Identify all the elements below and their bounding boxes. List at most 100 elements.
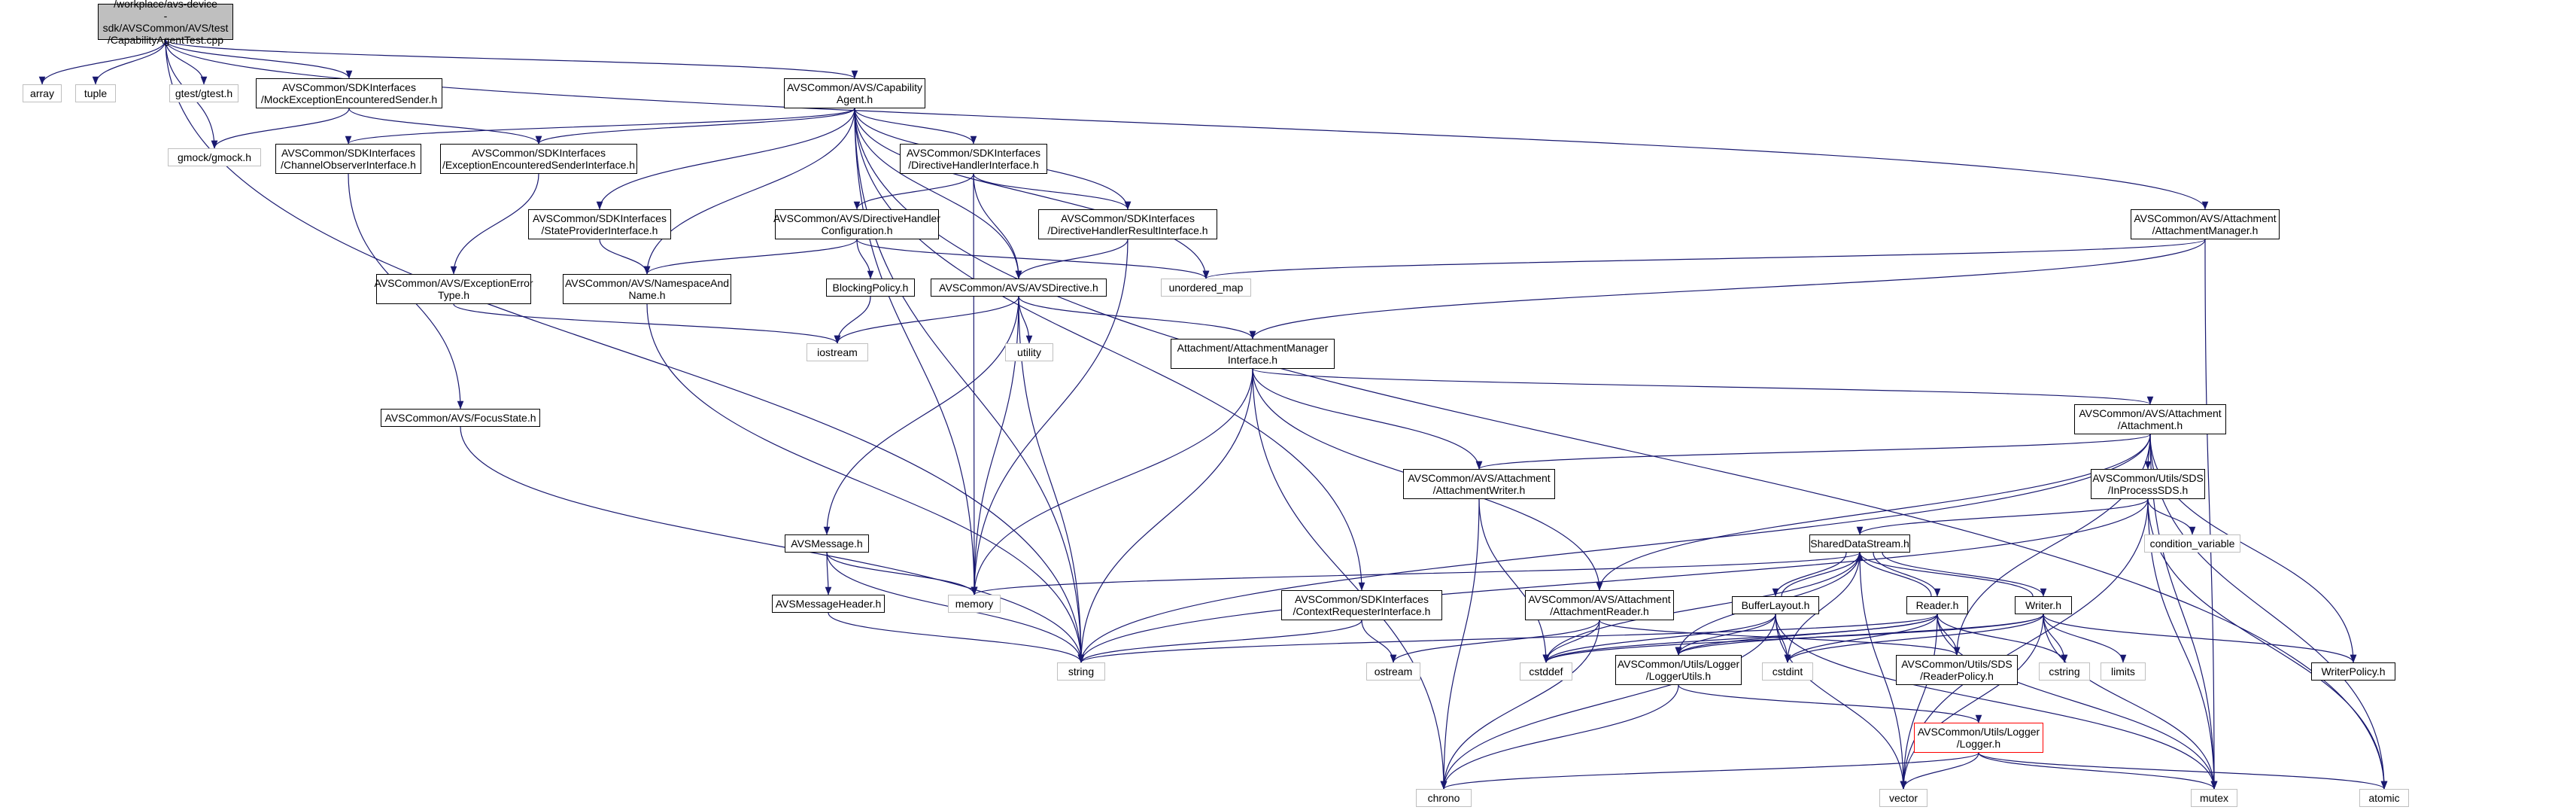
edge-attreader-to-cstddef [1542, 620, 1600, 663]
node-condvar: condition_variable [2144, 534, 2240, 553]
node-attachment[interactable]: AVSCommon/AVS/Attachment /Attachment.h [2074, 404, 2226, 434]
node-dhresult[interactable]: AVSCommon/SDKInterfaces /DirectiveHandle… [1038, 209, 1217, 239]
edge-capagent-to-chanobs [345, 108, 855, 145]
node-readerpolicy[interactable]: AVSCommon/Utils/SDS /ReaderPolicy.h [1896, 655, 2018, 685]
node-excerr[interactable]: AVSCommon/AVS/ExceptionError Type.h [374, 274, 533, 304]
node-stateprov[interactable]: AVSCommon/SDKInterfaces /StateProviderIn… [528, 209, 671, 239]
node-dhconfig[interactable]: AVSCommon/AVS/DirectiveHandler Configura… [773, 209, 940, 239]
edge-mockexc-to-excsender [348, 108, 542, 145]
edge-root-to-attmgr [165, 39, 2209, 210]
edge-stateprov-to-nsname [599, 239, 651, 275]
node-reader[interactable]: Reader.h [1906, 596, 1968, 614]
edge-mockexc-to-gmock [211, 108, 350, 149]
edge-buflayout-to-mutex [1775, 614, 2218, 790]
node-attmgrif[interactable]: Attachment/AttachmentManager Interface.h [1171, 339, 1335, 369]
edge-writer-to-writerpolicy [2043, 614, 2357, 663]
node-attmgr[interactable]: AVSCommon/AVS/Attachment /AttachmentMana… [2131, 209, 2280, 239]
node-iostream: iostream [807, 343, 868, 361]
node-logger[interactable]: AVSCommon/Utils/Logger /Logger.h [1914, 723, 2043, 753]
node-chanobs[interactable]: AVSCommon/SDKInterfaces /ChannelObserver… [275, 144, 421, 174]
edge-avsmsg-to-memory [826, 552, 978, 595]
node-sds[interactable]: SharedDataStream.h [1809, 534, 1910, 553]
edge-root-to-gtest [165, 39, 208, 85]
node-ctxreq[interactable]: AVSCommon/SDKInterfaces /ContextRequeste… [1281, 590, 1442, 620]
edge-dirhandler-to-dhresult [973, 173, 1132, 210]
edge-reader-to-cstdint [1784, 614, 1938, 663]
edge-sds-to-cstdint [1784, 552, 1861, 663]
edge-capagent-to-atomic [854, 108, 2388, 790]
node-attreader[interactable]: AVSCommon/AVS/Attachment /AttachmentRead… [1525, 590, 1674, 620]
edge-attmgrif-to-memory [971, 368, 1253, 595]
edge-dhresult-to-avsdir [1015, 239, 1129, 279]
edge-loggerutils-to-chrono [1440, 684, 1679, 790]
node-avsmsg[interactable]: AVSMessage.h [785, 534, 869, 553]
edge-buflayout-to-chrono [1440, 614, 1776, 790]
edge-logger-to-vector [1900, 752, 1979, 790]
edge-capagent-to-avsdir [854, 108, 1022, 279]
node-mockexc[interactable]: AVSCommon/SDKInterfaces /MockExceptionEn… [256, 78, 442, 108]
edge-root-to-mockexc [165, 39, 353, 79]
edge-dirhandler-to-dhconfig [853, 173, 974, 210]
edge-loggerutils-to-logger [1678, 684, 1982, 723]
node-blocking[interactable]: BlockingPolicy.h [826, 279, 915, 297]
node-inproc[interactable]: AVSCommon/Utils/SDS /InProcessSDS.h [2091, 469, 2205, 499]
node-unordmap: unordered_map [1161, 279, 1251, 297]
edge-capagent-to-memory [854, 108, 978, 595]
edge-inproc-to-string [1077, 498, 2149, 663]
edge-root-to-array [38, 39, 166, 85]
node-cstddef: cstddef [1520, 662, 1572, 681]
edge-inproc-to-condvar [2147, 498, 2196, 535]
node-avsdir[interactable]: AVSCommon/AVS/AVSDirective.h [931, 279, 1107, 297]
edge-logger-to-mutex [1978, 752, 2218, 790]
node-mutex: mutex [2191, 789, 2237, 807]
edge-attreader-to-ostream [1390, 620, 1600, 663]
node-msgheader[interactable]: AVSMessageHeader.h [772, 595, 885, 613]
edge-avsdir-to-memory [971, 296, 1019, 595]
edge-root-to-capagent [165, 39, 858, 79]
edge-sds-to-memory [971, 552, 1861, 595]
edge-buflayout-to-cstddef [1542, 614, 1776, 663]
node-array: array [23, 84, 62, 102]
edge-msgheader-to-string [828, 612, 1085, 663]
edge-ctxreq-to-ostream [1361, 620, 1397, 663]
edge-attmgr-to-unordmap [1203, 239, 2206, 279]
edge-capagent-to-dirhandler [854, 108, 977, 145]
node-root[interactable]: /workplace/avs-device -sdk/AVSCommon/AVS… [98, 0, 233, 46]
edge-inproc-to-sds [1856, 498, 2149, 535]
edge-reader-to-sds [1856, 552, 1932, 597]
edge-attmgrif-to-attachment [1252, 368, 2153, 405]
node-gtest: gtest/gtest.h [169, 84, 238, 102]
edge-attreader-to-readerpolicy [1599, 620, 1961, 656]
node-dirhandler[interactable]: AVSCommon/SDKInterfaces /DirectiveHandle… [900, 144, 1047, 174]
node-writerpolicy[interactable]: WriterPolicy.h [2311, 662, 2395, 681]
node-writer[interactable]: Writer.h [2015, 596, 2072, 614]
node-cstdint: cstdint [1762, 662, 1813, 681]
node-buflayout[interactable]: BufferLayout.h [1732, 596, 1819, 614]
edge-capagent-to-ctxreq [854, 108, 1365, 591]
edge-writer-to-mutex [2043, 614, 2218, 790]
node-nsname[interactable]: AVSCommon/AVS/NamespaceAnd Name.h [563, 274, 731, 304]
node-focus[interactable]: AVSCommon/AVS/FocusState.h [381, 409, 540, 427]
node-attwriter[interactable]: AVSCommon/AVS/Attachment /AttachmentWrit… [1403, 469, 1555, 499]
node-memory: memory [948, 595, 1001, 613]
edge-writer-to-limits [2043, 614, 2127, 663]
node-loggerutils[interactable]: AVSCommon/Utils/Logger /LoggerUtils.h [1615, 655, 1742, 685]
edge-attmgrif-to-string [1077, 368, 1253, 663]
node-cstring: cstring [2039, 662, 2090, 681]
node-limits: limits [2101, 662, 2146, 681]
edge-dhconfig-to-unordmap [856, 239, 1210, 279]
edge-sds-to-writer [1882, 552, 2047, 597]
node-excsender[interactable]: AVSCommon/SDKInterfaces /ExceptionEncoun… [440, 144, 637, 174]
node-capagent[interactable]: AVSCommon/AVS/Capability Agent.h [784, 78, 925, 108]
edge-attwriter-to-chrono [1440, 498, 1480, 790]
edge-logger-to-chrono [1440, 752, 1979, 790]
edge-avsdir-to-string [1018, 296, 1085, 663]
edge-dhresult-to-memory [971, 239, 1129, 595]
edge-dhconfig-to-blocking [856, 239, 874, 279]
edge-sds-to-reader [1873, 552, 1941, 597]
node-gmock: gmock/gmock.h [168, 148, 261, 166]
edge-attachment-to-attreader [1596, 434, 2151, 591]
edge-avsmsg-to-msgheader [825, 552, 832, 595]
edge-sds-to-cstddef [1542, 552, 1861, 663]
